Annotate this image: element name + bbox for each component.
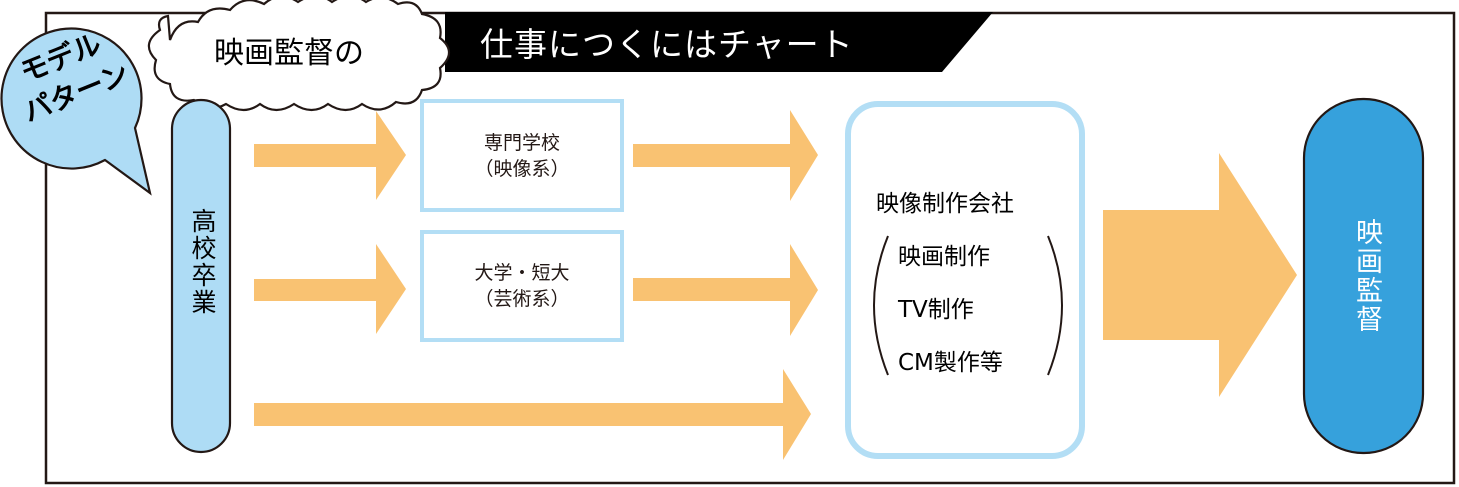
school-2-line-1: 大学・短大 xyxy=(474,262,570,284)
title-banner xyxy=(445,12,993,72)
arrow-start-to-school-2 xyxy=(254,244,406,334)
school-1-box-shape xyxy=(420,99,624,212)
cloud-title: 映画監督の xyxy=(214,36,364,71)
arrow-school-2-to-company xyxy=(633,244,818,336)
left-paren xyxy=(873,235,889,376)
company-box-shape xyxy=(845,101,1085,459)
school-2-node: 大学・短大 （芸術系） xyxy=(424,234,620,338)
school-2-box-shape xyxy=(420,230,624,342)
arrow-start-to-company xyxy=(254,369,811,460)
arrow-company-to-goal xyxy=(1103,153,1297,397)
company-item-1: 映画制作 xyxy=(898,244,990,270)
arrow-start-to-school-1 xyxy=(254,111,406,200)
school-1-line-2: （映像系） xyxy=(474,157,570,180)
banner-title: 仕事につくにはチャート xyxy=(480,25,854,64)
title-cloud xyxy=(147,0,451,112)
school-1-line-1: 専門学校 xyxy=(483,131,560,154)
school-1-node: 専門学校 （映像系） xyxy=(424,103,620,208)
school-2-line-2: （芸術系） xyxy=(474,288,570,310)
start-pill-shape xyxy=(170,98,232,454)
goal-node-label: 映画監督 xyxy=(1351,218,1382,334)
start-node-label: 高校卒業 xyxy=(188,208,217,316)
company-item-2: TV制作 xyxy=(898,297,974,323)
arrow-school-1-to-company xyxy=(633,110,818,201)
right-paren xyxy=(1047,235,1063,376)
goal-pill-shape xyxy=(1302,97,1425,455)
company-item-3: CM製作等 xyxy=(898,350,1003,376)
company-title: 映像制作会社 xyxy=(876,191,1014,217)
model-pattern-badge xyxy=(0,27,152,196)
